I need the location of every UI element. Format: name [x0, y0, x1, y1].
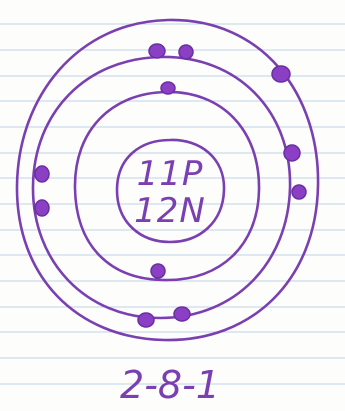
electron: [179, 45, 193, 59]
electron: [284, 145, 300, 161]
electron: [149, 44, 165, 58]
electron: [35, 166, 49, 182]
electron: [35, 200, 49, 216]
electron: [161, 82, 175, 94]
electron: [174, 307, 190, 321]
electron-configuration: 2-8-1: [120, 363, 220, 407]
neutrons-label: 12N: [134, 191, 206, 231]
electron: [272, 66, 290, 82]
protons-label: 11P: [137, 154, 204, 194]
electron: [151, 264, 165, 278]
electron: [138, 313, 154, 327]
electron: [292, 185, 306, 199]
